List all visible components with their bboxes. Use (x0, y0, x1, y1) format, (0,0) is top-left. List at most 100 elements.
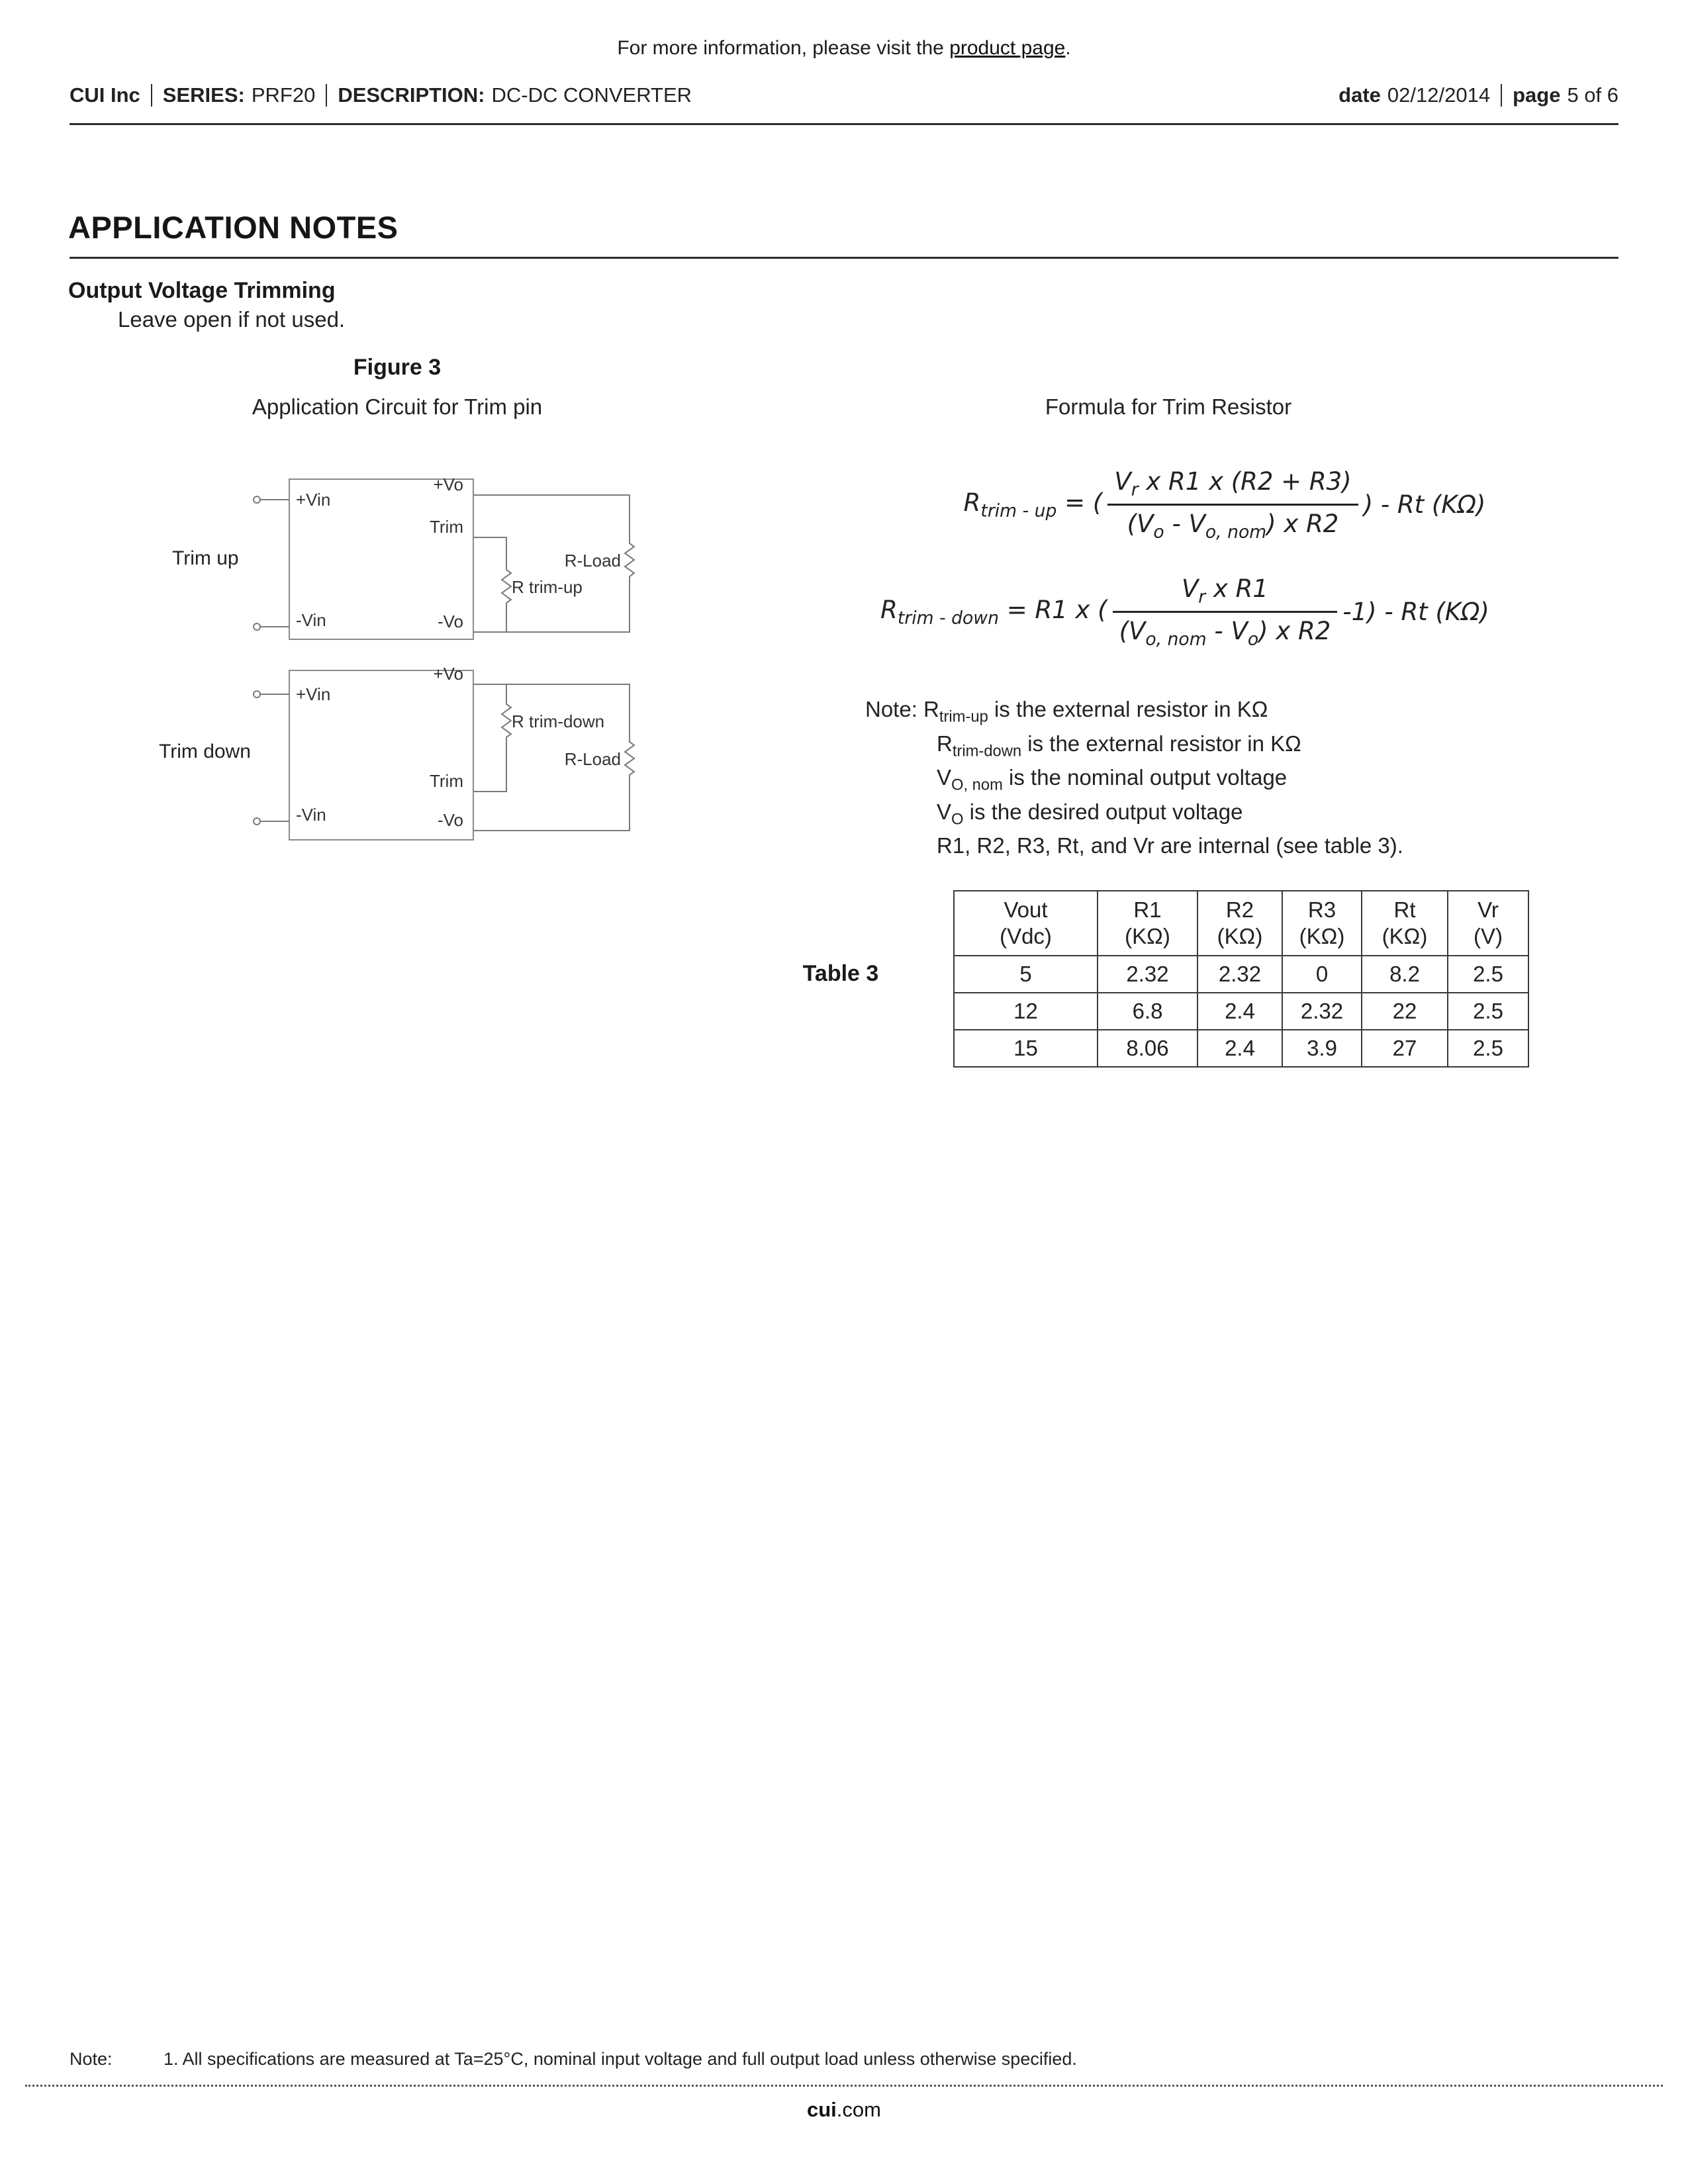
col-header-r1: R1(KΩ) (1097, 890, 1198, 956)
figure-label: Figure 3 (353, 355, 442, 380)
table-cell: 2.5 (1447, 955, 1529, 993)
footer-note-text: 1. All specifications are measured at Ta… (164, 2049, 1077, 2069)
subsection-note: Leave open if not used. (118, 307, 346, 332)
pin-label-vo-pos: +Vo (433, 475, 463, 494)
header-left: CUI Inc SERIES:PRF20 DESCRIPTION:DC-DC C… (70, 83, 692, 107)
converter-box-trim-down (289, 670, 474, 841)
rtrimdown-label: R trim-down (512, 711, 604, 731)
formula-lhs: Rtrim - down = R1 x ( (880, 596, 1107, 629)
table-3: Vout(Vdc) R1(KΩ) R2(KΩ) R3(KΩ) Rt(KΩ) Vr… (953, 890, 1529, 1068)
formula-title: Formula for Trim Resistor (1045, 394, 1292, 419)
table-cell: 2.32 (1197, 955, 1283, 993)
description-value: DC-DC CONVERTER (491, 83, 692, 107)
table-cell: 0 (1282, 955, 1362, 993)
pin-label-vo-neg: -Vo (438, 612, 463, 631)
rload-label: R-Load (565, 749, 621, 769)
table-cell: 2.4 (1197, 992, 1283, 1030)
product-page-link[interactable]: product page (949, 37, 1066, 59)
table-cell: 8.06 (1097, 1029, 1198, 1068)
table-cell: 12 (953, 992, 1098, 1030)
converter-box-trim-up (289, 478, 474, 640)
table-cell: 27 (1361, 1029, 1448, 1068)
formula-lhs: Rtrim - up = ( (963, 488, 1103, 522)
input-terminal-icon (253, 496, 261, 504)
table-cell: 2.5 (1447, 1029, 1529, 1068)
fraction-denominator: (Vo, nom - Vo) x R2 (1119, 617, 1331, 650)
description-pair: DESCRIPTION:DC-DC CONVERTER (338, 83, 692, 107)
col-header-r3: R3(KΩ) (1282, 890, 1362, 956)
col-header-vr: Vr(V) (1447, 890, 1529, 956)
note-label: Note: (865, 697, 917, 721)
footer-site: cui.com (0, 2098, 1688, 2122)
input-terminal-icon (253, 690, 261, 698)
series-pair: SERIES:PRF20 (163, 83, 316, 107)
pin-label-vo-pos: +Vo (433, 664, 463, 684)
table-row: 5 2.32 2.32 0 8.2 2.5 (953, 955, 1529, 993)
col-header-vout: Vout(Vdc) (953, 890, 1098, 956)
footer-note: Note: 1. All specifications are measured… (70, 2049, 1618, 2070)
table-cell: 3.9 (1282, 1029, 1362, 1068)
description-label: DESCRIPTION: (338, 83, 485, 107)
series-value: PRF20 (251, 83, 316, 107)
header-divider (1501, 84, 1503, 107)
resistor-rload-icon (624, 738, 635, 779)
circuit-name-trim-up: Trim up (172, 547, 239, 569)
header-rule (70, 123, 1618, 125)
rtrimup-label: R trim-up (512, 577, 583, 597)
site-rest: .com (836, 2098, 881, 2121)
document-header: CUI Inc SERIES:PRF20 DESCRIPTION:DC-DC C… (70, 83, 1618, 107)
input-terminal-icon (253, 623, 261, 631)
resistor-rtrimup-icon (500, 566, 512, 607)
footer-dotted-rule (25, 2085, 1663, 2087)
fraction-denominator: (Vo - Vo, nom) x R2 (1127, 510, 1339, 543)
subsection-title: Output Voltage Trimming (68, 278, 336, 303)
input-terminal-icon (253, 817, 261, 825)
footer-note-label: Note: (70, 2049, 113, 2069)
table-cell: 5 (953, 955, 1098, 993)
pin-label-vin-pos: +Vin (296, 684, 330, 704)
formula-trim-up: Rtrim - up = ( Vr x R1 x (R2 + R3) (Vo -… (914, 467, 1536, 543)
table-row: 15 8.06 2.4 3.9 27 2.5 (953, 1029, 1529, 1068)
table-cell: 2.32 (1282, 992, 1362, 1030)
table-cell: 2.4 (1197, 1029, 1283, 1068)
date-value: 02/12/2014 (1387, 83, 1491, 107)
section-title: APPLICATION NOTES (68, 210, 399, 245)
formula-notes: Note: Rtrim-up is the external resistor … (865, 696, 1461, 859)
table-cell: 22 (1361, 992, 1448, 1030)
formula-fraction: Vr x R1 (Vo, nom - Vo) x R2 (1112, 574, 1338, 650)
rload-label: R-Load (565, 551, 621, 570)
header-divider (150, 84, 152, 107)
col-header-rt: Rt(KΩ) (1361, 890, 1448, 956)
date-label: date (1338, 83, 1381, 107)
top-info-note: For more information, please visit the p… (0, 37, 1688, 60)
resistor-rtrimdown-icon (500, 700, 512, 741)
col-header-r2: R2(KΩ) (1197, 890, 1283, 956)
formula-rhs: ) - Rt (KΩ) (1363, 490, 1486, 520)
page-number: 5 of 6 (1567, 83, 1618, 107)
pin-label-vin-neg: -Vin (296, 610, 326, 630)
fraction-numerator: Vr x R1 x (R2 + R3) (1107, 467, 1358, 506)
pin-label-vin-pos: +Vin (296, 490, 330, 510)
table-cell: 6.8 (1097, 992, 1198, 1030)
pin-label-vo-neg: -Vo (438, 810, 463, 830)
note-line: Note: Rtrim-up is the external resistor … (865, 696, 1461, 731)
table-cell: 2.32 (1097, 955, 1198, 993)
note-line: R1, R2, R3, Rt, and Vr are internal (see… (937, 833, 1403, 858)
formula-rhs: -1) - Rt (KΩ) (1342, 598, 1489, 627)
top-note-text: For more information, please visit the (617, 37, 950, 59)
company-name: CUI Inc (70, 83, 140, 107)
table-cell: 8.2 (1361, 955, 1448, 993)
table-cell: 15 (953, 1029, 1098, 1068)
note-line: VO, nom is the nominal output voltage (937, 765, 1288, 794)
table-3-label: Table 3 (802, 961, 879, 986)
top-note-period: . (1065, 37, 1071, 59)
pin-label-trim: Trim (430, 517, 463, 537)
figure-caption: Application Circuit for Trim pin (252, 394, 543, 419)
trim-circuit-diagram: +Vin -Vin +Vo Trim -Vo R-Load R trim-up … (159, 475, 635, 841)
resistor-rload-icon (624, 539, 635, 580)
page-label: page (1513, 83, 1561, 107)
pin-label-trim: Trim (430, 771, 463, 791)
